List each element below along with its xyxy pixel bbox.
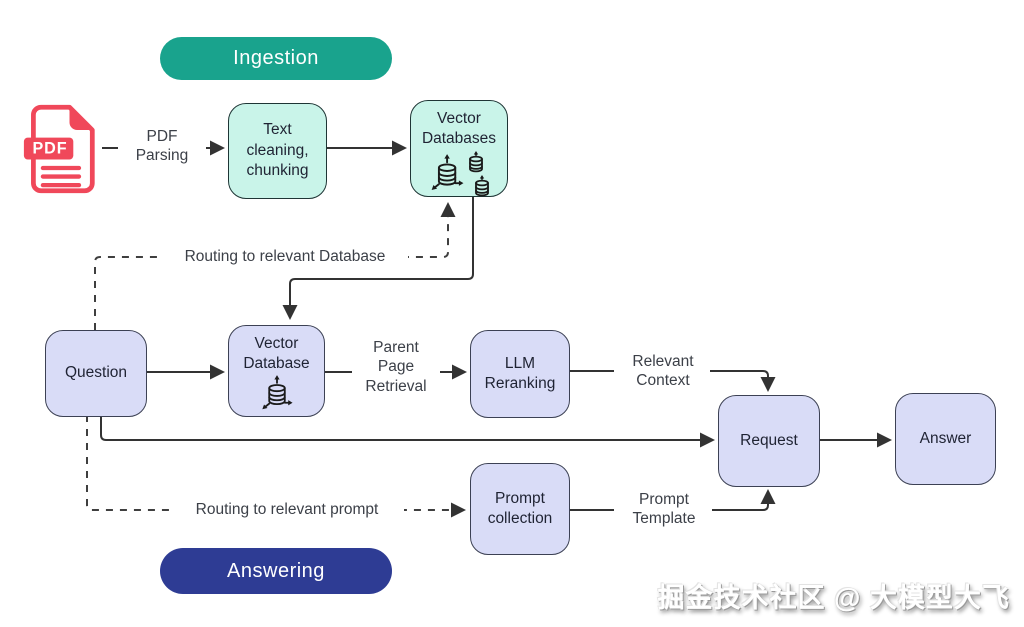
node-question: Question (45, 330, 147, 417)
node-label-line: Prompt (495, 489, 545, 507)
edge-label-line: Relevant (632, 353, 694, 370)
edge-routing-prompt-dashed (86, 415, 466, 518)
node-request: Request (718, 395, 820, 487)
node-label-line: Vector (437, 110, 481, 127)
database-icon-small (469, 150, 483, 173)
edge-label-line: Retrieval (365, 377, 427, 395)
edge-label-line: Parsing (135, 147, 189, 165)
pdf-file-icon: PDF (23, 104, 95, 194)
node-llm-reranking: LLM Reranking (470, 330, 570, 418)
database-icon (431, 153, 464, 190)
node-label-line: Text (263, 121, 292, 139)
edge-vectordbs-to-vectordb (282, 197, 474, 320)
node-label: Question (64, 364, 128, 382)
edge-question-to-request (100, 415, 715, 448)
node-label-line: collection (487, 510, 553, 527)
pdf-tag-label: PDF (32, 140, 67, 158)
node-text-cleaning: Text cleaning, chunking (228, 103, 327, 199)
node-answer: Answer (895, 393, 996, 485)
node-vector-databases: Vector Databases (410, 100, 508, 197)
database-icon (261, 375, 293, 410)
edge-label-to-request-bottom (702, 489, 776, 511)
edge-label-line: Template (632, 510, 696, 528)
node-label: Answer (919, 429, 972, 447)
node-label: Request (740, 431, 798, 449)
ingestion-badge-label: Ingestion (233, 47, 319, 69)
pdf-tag (23, 137, 74, 160)
database-icon-small (475, 174, 489, 197)
node-label-line: Database (243, 355, 310, 373)
edge-label-line: Page (377, 358, 415, 376)
edge-label-prompt-template: Prompt Template (616, 489, 712, 530)
edge-label-line: PDF (146, 128, 178, 145)
edge-label-line: Context (636, 372, 690, 390)
edge-label-pdf-parsing: PDF Parsing (118, 126, 206, 167)
watermark: 掘金技术社区 @ 大模型大飞 (657, 583, 1010, 613)
database-icon-cluster (426, 150, 492, 197)
pdf-fold-corner (69, 105, 95, 130)
edge-label-line: Parent (373, 339, 419, 356)
node-vector-database: Vector Database (228, 325, 325, 417)
node-label-line: chunking (246, 162, 309, 180)
node-prompt-collection: Prompt collection (470, 463, 570, 555)
answering-badge: Answering (160, 548, 392, 594)
edge-label-parent-page-retrieval: Parent Page Retrieval (352, 337, 440, 398)
ingestion-badge: Ingestion (160, 37, 392, 80)
edge-routing-database-dashed (94, 202, 456, 330)
edge-label-routing-prompt: Routing to relevant prompt (170, 499, 404, 521)
node-label-line: Databases (421, 130, 497, 148)
answering-badge-label: Answering (227, 559, 325, 582)
node-label-line: LLM (504, 354, 536, 372)
edge-label-to-request-top (702, 370, 776, 392)
edge-label-line: Prompt (639, 491, 689, 508)
edge-label-routing-database: Routing to relevant Database (162, 246, 408, 268)
node-label-line: cleaning, (246, 141, 309, 159)
node-label-line: Vector (254, 335, 299, 352)
node-label-line: Reranking (484, 375, 556, 392)
edge-label-relevant-context: Relevant Context (616, 351, 710, 392)
